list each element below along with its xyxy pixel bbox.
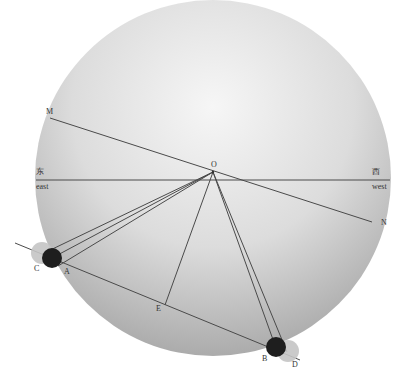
point-label: O: [211, 161, 217, 169]
line-mn: [50, 118, 372, 222]
line-oa: [52, 172, 213, 258]
point-label: M: [46, 108, 53, 116]
construction-lines: [15, 118, 390, 360]
direction-label: 西: [372, 168, 380, 176]
point-label: D: [292, 361, 298, 369]
moon-disk-b: [266, 337, 286, 357]
point-label: N: [381, 219, 387, 227]
moon-disk-a: [42, 248, 62, 268]
celestial-sphere: [35, 0, 391, 356]
line-oa2: [58, 172, 213, 266]
east-west-line: [36, 180, 390, 181]
center-point: [212, 171, 214, 173]
point-label: E: [156, 305, 161, 313]
point-label: A: [64, 268, 70, 276]
point-label: C: [34, 265, 39, 273]
direction-label: 东: [36, 168, 44, 176]
direction-label: west: [372, 183, 387, 191]
direction-label: east: [36, 183, 48, 191]
line-oe: [165, 172, 213, 305]
line-cabd: [15, 243, 300, 360]
line-od: [213, 172, 287, 352]
line-ob: [213, 172, 276, 348]
point-label: B: [262, 355, 267, 363]
